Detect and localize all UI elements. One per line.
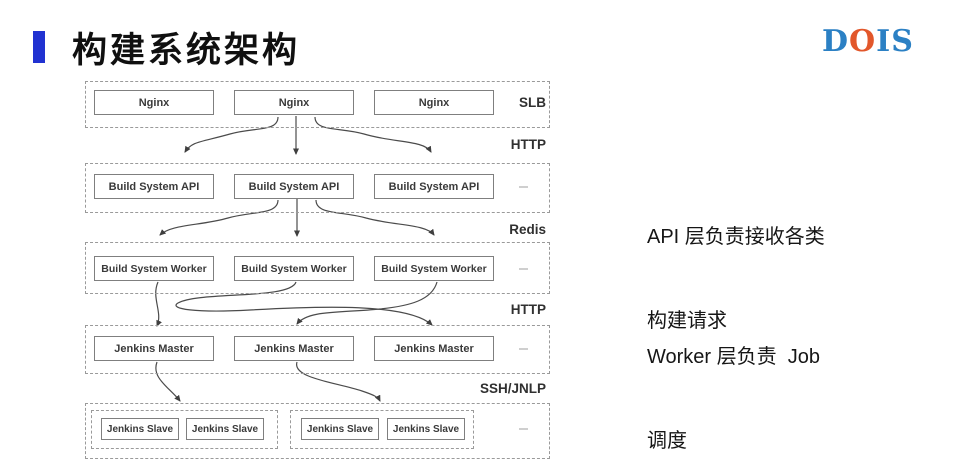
logo-letter-i: I	[876, 24, 892, 59]
logo-letter-o: O	[849, 24, 877, 59]
node-jenkins-master-2: Jenkins Master	[234, 336, 354, 361]
tier-dash-worker	[519, 268, 528, 270]
node-jenkins-slave-3: Jenkins Slave	[301, 418, 379, 440]
api-note-line-1: API 层负责接收各类	[647, 226, 825, 248]
tier-slb	[85, 81, 550, 128]
logo-letter-d: D	[822, 24, 850, 59]
logo-letter-s: S	[891, 24, 914, 59]
node-jenkins-slave-1: Jenkins Slave	[101, 418, 179, 440]
node-nginx-2: Nginx	[234, 90, 354, 115]
title-accent-bar	[33, 31, 45, 63]
tier-dash-master	[519, 348, 528, 350]
slave-group-2	[290, 410, 474, 449]
node-build-system-api-3: Build System API	[374, 174, 494, 199]
node-jenkins-master-1: Jenkins Master	[94, 336, 214, 361]
worker-note-line-1: Worker 层负责 Job	[647, 346, 820, 368]
api-note-line-2: 构建请求	[647, 310, 727, 332]
tier-worker	[85, 242, 550, 294]
tier-label-slb: SLB	[519, 95, 546, 110]
node-build-system-api-1: Build System API	[94, 174, 214, 199]
node-nginx-3: Nginx	[374, 90, 494, 115]
api-layer-note: API 层负责接收各类 构建请求	[647, 167, 825, 391]
protocol-label-ssh-jnlp: SSH/JNLP	[479, 381, 546, 396]
tier-api	[85, 163, 550, 213]
slave-group-1	[91, 410, 278, 449]
page-title: 构建系统架构	[72, 31, 301, 70]
node-jenkins-slave-4: Jenkins Slave	[387, 418, 465, 440]
node-build-system-api-2: Build System API	[234, 174, 354, 199]
protocol-label-redis: Redis	[509, 222, 546, 237]
tier-dash-api	[519, 186, 528, 188]
tier-dash-slave	[519, 428, 528, 430]
tier-master	[85, 325, 550, 374]
node-build-system-worker-3: Build System Worker	[374, 256, 494, 281]
node-nginx-1: Nginx	[94, 90, 214, 115]
tier-slave	[85, 403, 550, 459]
dois-logo: DOIS	[822, 24, 914, 59]
node-jenkins-master-3: Jenkins Master	[374, 336, 494, 361]
node-build-system-worker-1: Build System Worker	[94, 256, 214, 281]
node-jenkins-slave-2: Jenkins Slave	[186, 418, 264, 440]
worker-layer-note: Worker 层负责 Job 调度	[647, 287, 820, 469]
protocol-label-http-2: HTTP	[510, 302, 546, 317]
node-build-system-worker-2: Build System Worker	[234, 256, 354, 281]
protocol-label-http-1: HTTP	[510, 137, 546, 152]
worker-note-line-2: 调度	[647, 430, 687, 452]
